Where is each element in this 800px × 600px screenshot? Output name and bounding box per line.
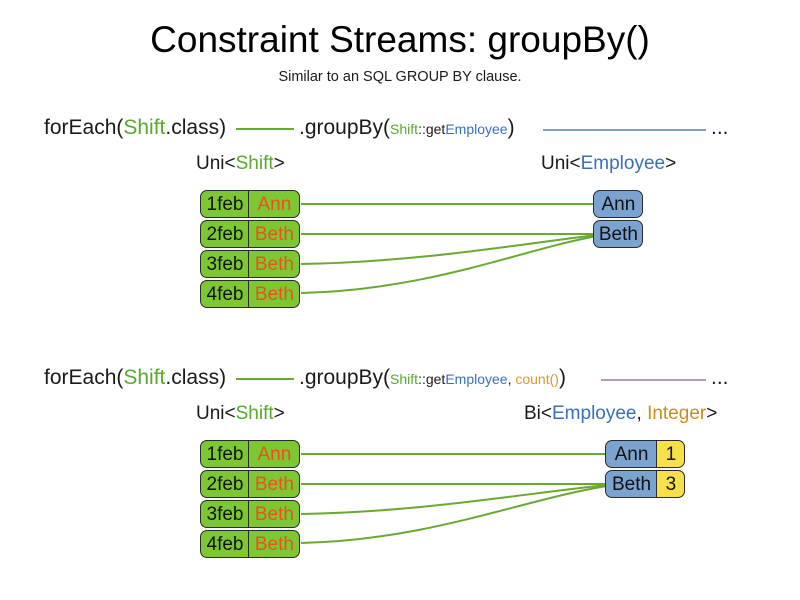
employee-tuple-row[interactable]: Beth [593, 220, 644, 248]
shift-employee-cell: Beth [248, 280, 301, 308]
shift-date-cell: 4feb [200, 530, 250, 558]
type-generic: Shift [235, 403, 274, 424]
type-generic: Employee [580, 153, 666, 174]
code-line-groupby-basic-call: .groupBy(Shift::getEmployee) [299, 115, 515, 142]
page-title: Constraint Streams: groupBy() [150, 19, 650, 60]
type-label-uni-shift: Uni<Shift> [196, 152, 285, 176]
shift-tuple-row[interactable]: 2feb Beth [200, 220, 301, 248]
shift-tuple-row[interactable]: 4feb Beth [200, 530, 301, 558]
shift-tuple-row[interactable]: 1feb Ann [200, 190, 301, 218]
type-label-uni-shift-2: Uni<Shift> [196, 402, 285, 426]
groupby-arg-prop: Employee [445, 121, 508, 137]
type-generic-2: Integer [647, 403, 707, 424]
foreach-prefix: forEach( [44, 366, 124, 389]
employee-count-tuple-row[interactable]: Ann 1 [605, 440, 686, 468]
shift-date-cell: 1feb [200, 190, 250, 218]
code-line-groupby-count-call: .groupBy(Shift::getEmployee, count()) [299, 365, 566, 392]
employee-name-cell: Ann [593, 190, 644, 218]
type-comma: , [636, 403, 648, 424]
foreach-suffix: .class) [165, 366, 227, 389]
type-generic: Employee [552, 403, 637, 424]
groupby-arg-prop: Employee [445, 371, 508, 387]
shift-tuple-row[interactable]: 3feb Beth [200, 500, 301, 528]
groupby-suffix: ) [558, 366, 566, 389]
type-prefix: Bi< [524, 403, 552, 424]
shift-employee-cell: Ann [248, 440, 301, 468]
page-subtitle: Similar to an SQL GROUP BY clause. [278, 69, 522, 85]
shift-employee-cell: Beth [248, 470, 301, 498]
employee-tuple-row[interactable]: Ann [593, 190, 644, 218]
type-prefix: Uni< [196, 403, 236, 424]
shift-employee-cell: Beth [248, 220, 301, 248]
shift-date-cell: 1feb [200, 440, 250, 468]
groupby-arg-type: Shift [390, 371, 419, 387]
type-suffix: > [665, 153, 677, 174]
shift-employee-cell: Beth [248, 250, 301, 278]
groupby-prefix: .groupBy( [299, 116, 391, 139]
trailing-ellipsis-1: ... [711, 116, 729, 139]
groupby-prefix: .groupBy( [299, 366, 391, 389]
shift-employee-cell: Beth [248, 500, 301, 528]
trailing-ellipsis-2: ... [711, 366, 729, 389]
link2-shift4-beth [300, 485, 608, 544]
foreach-prefix: forEach( [44, 116, 124, 139]
groupby-suffix: ) [507, 116, 515, 139]
shift-employee-cell: Ann [248, 190, 301, 218]
shift-tuple-row[interactable]: 3feb Beth [200, 250, 301, 278]
shift-employee-cell: Beth [248, 530, 301, 558]
groupby-arg-collector: count() [515, 371, 559, 387]
employee-count-cell: 3 [656, 470, 686, 498]
foreach-type: Shift [123, 366, 166, 389]
shift-date-cell: 3feb [200, 250, 250, 278]
code-line-groupby-basic: forEach(Shift.class) [44, 115, 226, 141]
type-generic: Shift [235, 153, 274, 174]
link-shift3-beth [300, 234, 598, 265]
link2-shift3-beth [300, 484, 608, 515]
employee-count-tuple-row[interactable]: Beth 3 [605, 470, 686, 498]
connector-foreach-to-groupby [236, 128, 294, 130]
connector-groupby-to-next [543, 129, 706, 131]
type-suffix: > [273, 153, 285, 174]
shift-date-cell: 4feb [200, 280, 250, 308]
groupby-arg-sep: ::get [418, 121, 446, 137]
type-prefix: Uni< [196, 153, 236, 174]
shift-tuple-row[interactable]: 4feb Beth [200, 280, 301, 308]
employee-name-cell: Beth [593, 220, 644, 248]
groupby-arg-type: Shift [390, 121, 419, 137]
shift-tuple-row[interactable]: 1feb Ann [200, 440, 301, 468]
groupby-arg-comma: , [507, 371, 516, 387]
type-prefix: Uni< [541, 153, 581, 174]
type-suffix: > [273, 403, 285, 424]
type-suffix: > [706, 403, 718, 424]
link-shift4-beth [300, 235, 598, 294]
shift-date-cell: 3feb [200, 500, 250, 528]
employee-name-cell: Beth [605, 470, 658, 498]
employee-name-cell: Ann [605, 440, 658, 468]
groupby-arg-sep: ::get [418, 371, 446, 387]
foreach-type: Shift [123, 116, 166, 139]
employee-count-cell: 1 [656, 440, 686, 468]
foreach-suffix: .class) [165, 116, 227, 139]
type-label-uni-employee: Uni<Employee> [541, 152, 676, 176]
shift-date-cell: 2feb [200, 220, 250, 248]
code-line-groupby-count: forEach(Shift.class) [44, 365, 226, 391]
type-label-bi-employee-integer: Bi<Employee, Integer> [524, 402, 717, 426]
connector-foreach-to-groupby-2 [236, 378, 294, 380]
connector-groupby-to-next-2 [601, 379, 706, 381]
shift-date-cell: 2feb [200, 470, 250, 498]
shift-tuple-row[interactable]: 2feb Beth [200, 470, 301, 498]
